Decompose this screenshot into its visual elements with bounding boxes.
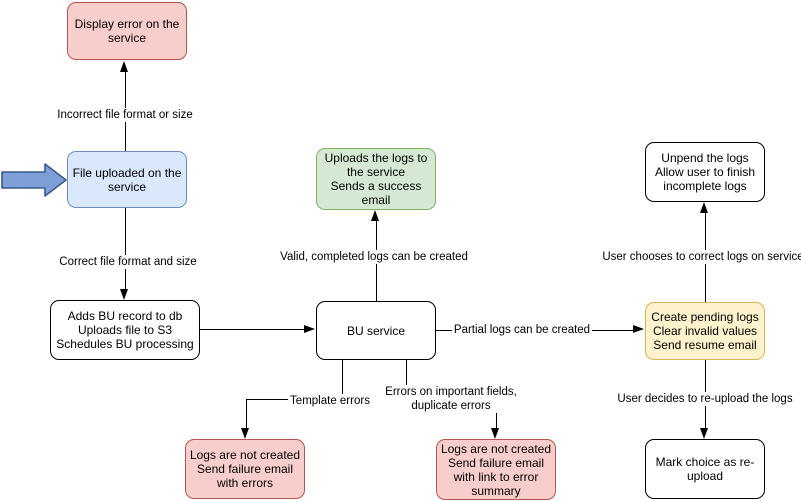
node-mark-reupload: Mark choice as re- upload bbox=[645, 439, 765, 499]
arrowhead-to-adds-bu-record bbox=[120, 289, 128, 300]
blue-entry-arrow-icon bbox=[1, 163, 67, 197]
edge-label-template-errors: Template errors bbox=[288, 394, 372, 408]
node-file-uploaded-label: File uploaded on the service bbox=[72, 165, 182, 194]
node-mark-reupload-label: Mark choice as re- upload bbox=[655, 455, 755, 483]
edge-label-incorrect-format: Incorrect file format or size bbox=[55, 108, 195, 122]
node-bu-service: BU service bbox=[316, 301, 436, 360]
node-logs-not-created-fields-label: Logs are not created Send failure email … bbox=[440, 441, 552, 498]
node-unpend-logs-label: Unpend the logs Allow user to finish inc… bbox=[654, 151, 756, 193]
node-adds-bu-record-label: Adds BU record to db Uploads file to S3 … bbox=[56, 309, 194, 351]
node-bu-service-label: BU service bbox=[346, 323, 405, 338]
edge-label-user-reuploads: User decides to re-upload the logs bbox=[615, 392, 795, 406]
node-adds-bu-record: Adds BU record to db Uploads file to S3 … bbox=[50, 300, 200, 360]
node-logs-not-created-fields: Logs are not created Send failure email … bbox=[436, 439, 556, 500]
node-display-error: Display error on the service bbox=[67, 2, 187, 60]
arrowhead-to-uploads-logs bbox=[371, 210, 379, 221]
node-create-pending: Create pending logs Clear invalid values… bbox=[645, 302, 765, 360]
edge-field-errors-line-seg1 bbox=[406, 360, 407, 399]
edge-label-valid-logs: Valid, completed logs can be created bbox=[278, 250, 470, 264]
node-create-pending-label: Create pending logs Clear invalid values… bbox=[651, 310, 759, 352]
node-logs-not-created-template: Logs are not created Send failure email … bbox=[185, 439, 305, 499]
node-uploads-logs-label: Uploads the logs to the service Sends a … bbox=[324, 151, 428, 207]
edge-label-user-corrects: User chooses to correct logs on service bbox=[600, 250, 801, 264]
edge-correct-format-line bbox=[125, 208, 126, 290]
arrowhead-to-create-pending bbox=[633, 325, 644, 333]
arrowhead-to-unpend-logs bbox=[700, 202, 708, 213]
edge-template-errors-line-seg3 bbox=[246, 399, 247, 428]
node-uploads-logs: Uploads the logs to the service Sends a … bbox=[316, 148, 436, 210]
node-display-error-label: Display error on the service bbox=[74, 17, 180, 45]
edge-template-errors-line-seg1 bbox=[342, 360, 343, 399]
node-logs-not-created-template-label: Logs are not created Send failure email … bbox=[189, 448, 301, 490]
edge-label-partial-logs: Partial logs can be created bbox=[451, 323, 593, 337]
arrowhead-to-logs-template bbox=[241, 428, 249, 439]
node-file-uploaded: File uploaded on the service bbox=[67, 151, 187, 208]
arrowhead-to-bu-service bbox=[304, 325, 315, 333]
edge-label-correct-format: Correct file format and size bbox=[57, 255, 199, 269]
arrowhead-to-display-error bbox=[120, 61, 128, 72]
edge-label-field-errors: Errors on important fields, duplicate er… bbox=[383, 385, 519, 413]
arrowhead-to-logs-fields bbox=[491, 428, 499, 439]
edge-adds-to-service-line bbox=[200, 329, 305, 330]
arrowhead-to-mark-reupload bbox=[700, 428, 708, 439]
edge-field-errors-line-seg3 bbox=[496, 399, 497, 428]
node-unpend-logs: Unpend the logs Allow user to finish inc… bbox=[645, 142, 765, 202]
